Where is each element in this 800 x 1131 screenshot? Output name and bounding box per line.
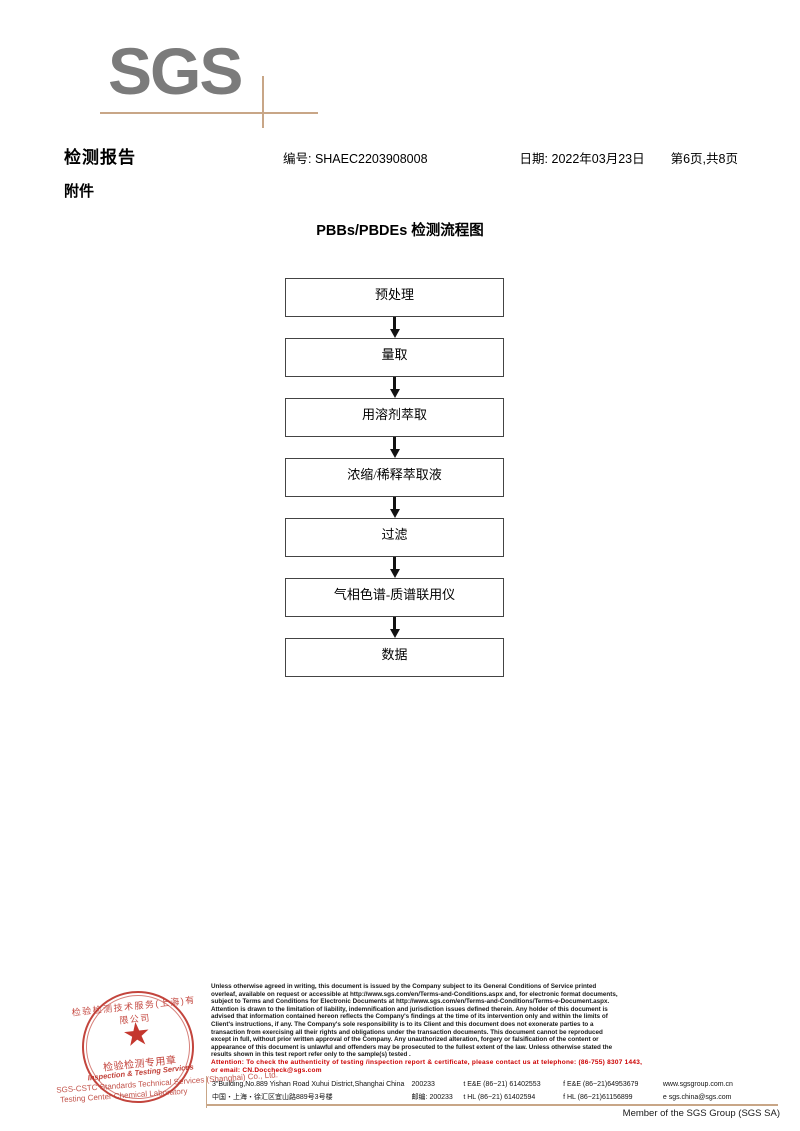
sgs-logo: SGS bbox=[100, 34, 338, 128]
footer-vertical-divider bbox=[206, 1076, 208, 1108]
zip-cn: 邮编: 200233 bbox=[412, 1091, 464, 1104]
address-cn: 中国・上海・徐汇区宜山路889号3号楼 bbox=[212, 1094, 333, 1101]
terms-line: appearance of this document is unlawful … bbox=[211, 1043, 613, 1051]
website: www.sgsgroup.com.cn bbox=[662, 1081, 733, 1088]
flow-arrow-1 bbox=[285, 317, 504, 338]
flow-arrow-3 bbox=[285, 437, 504, 458]
page-indicator: 第6页,共8页 bbox=[670, 152, 738, 166]
page-title: 检测报告 bbox=[64, 148, 136, 167]
flow-step-label: 用溶剂萃取 bbox=[361, 407, 427, 422]
zip-value-cn: 200233 bbox=[429, 1094, 453, 1101]
attention-line: Attention: To check the authenticity of … bbox=[211, 1059, 643, 1066]
flow-step-4: 浓缩/稀释萃取液 bbox=[285, 458, 504, 497]
terms-line: results shown in this test report refer … bbox=[211, 1051, 411, 1059]
footer-address-block: 3"Building,No.889 Yishan Road Xuhui Dist… bbox=[212, 1078, 778, 1104]
flow-step-7: 数据 bbox=[285, 638, 504, 677]
flow-arrow-2 bbox=[285, 377, 504, 398]
flow-box: 量取 bbox=[285, 338, 504, 377]
report-date: 日期: 2022年03月23日 bbox=[519, 152, 645, 166]
sgs-logo-text: SGS bbox=[108, 34, 243, 108]
flow-box: 用溶剂萃取 bbox=[285, 398, 504, 437]
zip-label-cn: 邮编: bbox=[411, 1094, 428, 1101]
telephone-ee: t E&E (86−21) 61402553 bbox=[463, 1081, 541, 1088]
flow-step-label: 气相色谱-质谱联用仪 bbox=[333, 587, 456, 602]
flow-step-6: 气相色谱-质谱联用仪 bbox=[285, 578, 504, 617]
report-meta: 编号: SHAEC2203908008 日期: 2022年03月23日 第6页,… bbox=[283, 148, 753, 167]
terms-line: overleaf, available on request or access… bbox=[211, 990, 618, 998]
flow-step-label: 过滤 bbox=[381, 527, 408, 542]
flow-arrow-6 bbox=[285, 617, 504, 638]
flow-step-1: 预处理 bbox=[285, 278, 504, 317]
flow-box: 浓缩/稀释萃取液 bbox=[285, 458, 504, 497]
flow-step-label: 浓缩/稀释萃取液 bbox=[347, 467, 442, 482]
address-row-en: 3"Building,No.889 Yishan Road Xuhui Dist… bbox=[212, 1078, 778, 1091]
terms-line: Client's instructions, if any. The Compa… bbox=[211, 1020, 594, 1028]
flow-arrow-5 bbox=[285, 557, 504, 578]
flowchart: 预处理 量取 用溶剂萃取 浓缩/稀释萃取液 过滤 气相色谱-质谱联用仪 数据 bbox=[285, 278, 504, 677]
logo-vertical-tick bbox=[262, 76, 264, 128]
telephone-hl: t HL (86−21) 61402594 bbox=[463, 1094, 536, 1101]
terms-line: subject to Terms and Conditions for Elec… bbox=[211, 998, 610, 1006]
page-subtitle: 附件 bbox=[64, 183, 95, 200]
footer-member-text: Member of the SGS Group (SGS SA) bbox=[622, 1108, 780, 1119]
flow-step-3: 用溶剂萃取 bbox=[285, 398, 504, 437]
flow-step-2: 量取 bbox=[285, 338, 504, 377]
terms-line: Attention is drawn to the limitation of … bbox=[211, 1005, 608, 1013]
flow-box: 过滤 bbox=[285, 518, 504, 557]
logo-horizontal-rule bbox=[100, 112, 318, 114]
flowchart-title: PBBs/PBDEs 检测流程图 bbox=[316, 223, 484, 239]
flow-box: 气相色谱-质谱联用仪 bbox=[285, 578, 504, 617]
address-row-cn: 中国・上海・徐汇区宜山路889号3号楼 邮编: 200233 t HL (86−… bbox=[212, 1091, 778, 1104]
footer-terms-text: Unless otherwise agreed in writing, this… bbox=[211, 983, 776, 1059]
flow-step-label: 预处理 bbox=[374, 287, 414, 302]
star-icon: ★ bbox=[120, 1014, 153, 1054]
flow-step-label: 量取 bbox=[381, 347, 408, 362]
flow-arrow-4 bbox=[285, 497, 504, 518]
report-number: 编号: SHAEC2203908008 bbox=[283, 152, 428, 166]
flow-box: 数据 bbox=[285, 638, 504, 677]
address-en: 3"Building,No.889 Yishan Road Xuhui Dist… bbox=[212, 1081, 405, 1088]
terms-line: advised that information contained hereo… bbox=[211, 1013, 608, 1021]
email: e sgs.china@sgs.com bbox=[662, 1094, 732, 1101]
footer-horizontal-rule bbox=[206, 1104, 778, 1106]
flow-step-5: 过滤 bbox=[285, 518, 504, 557]
terms-line: transaction from exercising all their ri… bbox=[211, 1028, 603, 1036]
footer-attention-text: Attention: To check the authenticity of … bbox=[211, 1059, 776, 1076]
fax-ee: f E&E (86−21)64953679 bbox=[563, 1081, 639, 1088]
flow-step-label: 数据 bbox=[381, 647, 408, 662]
fax-hl: f HL (86−21)61156899 bbox=[563, 1094, 633, 1101]
zip-en: 200233 bbox=[411, 1081, 435, 1088]
terms-line: except in full, without prior written ap… bbox=[211, 1036, 599, 1044]
attention-line: or email: CN.Doccheck@sgs.com bbox=[211, 1067, 322, 1075]
flow-box: 预处理 bbox=[285, 278, 504, 317]
terms-line: Unless otherwise agreed in writing, this… bbox=[211, 983, 597, 990]
